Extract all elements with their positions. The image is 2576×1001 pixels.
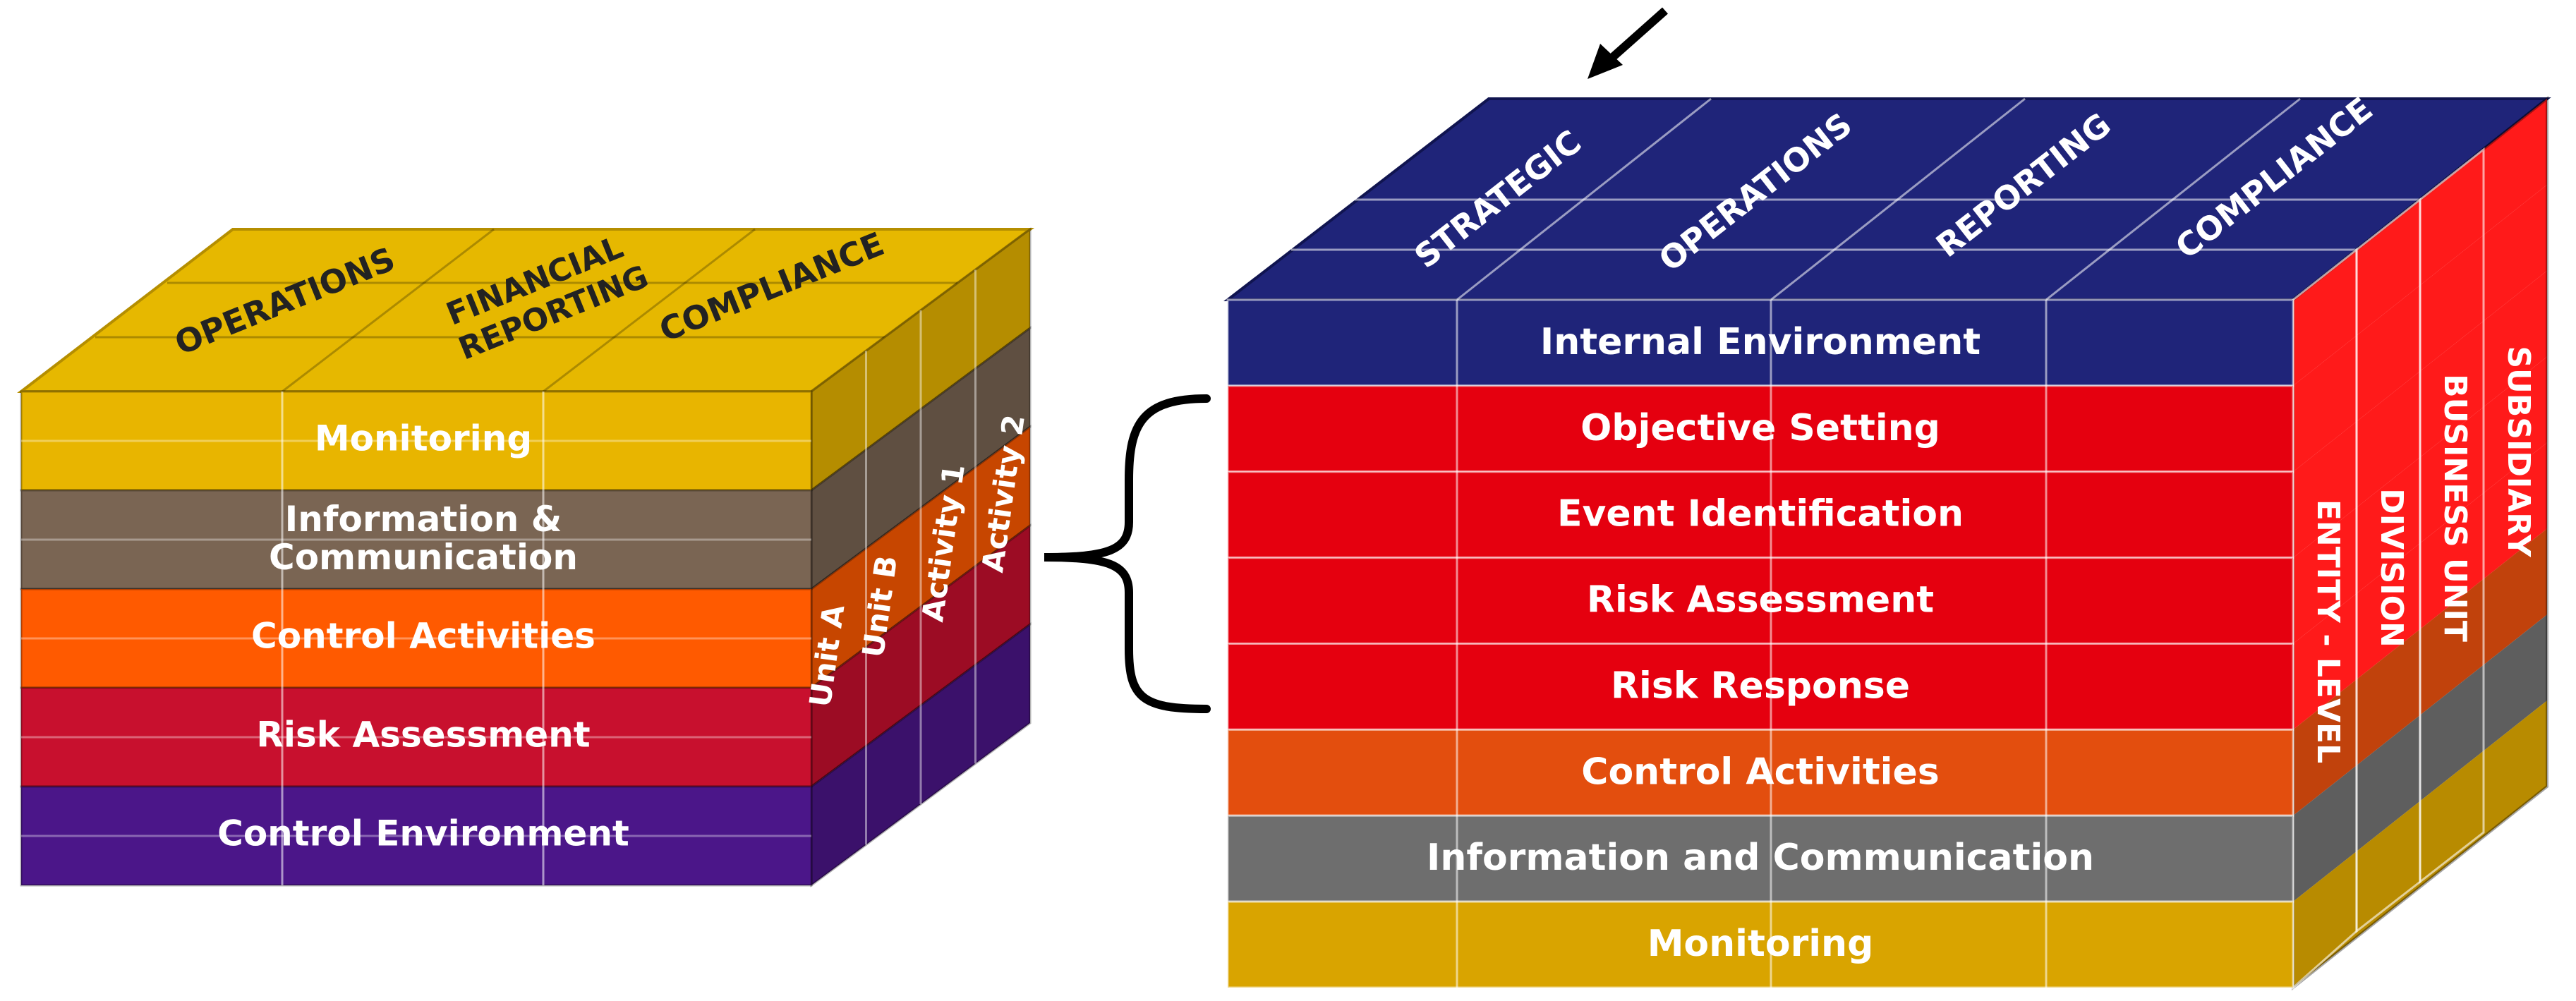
- right-side-label-business-unit: BUSINESS UNIT: [2437, 374, 2473, 642]
- right-cube-top-grid: [1291, 97, 2420, 301]
- pointer-arrow: [1588, 7, 1668, 79]
- right-layer-label-event-identification: Event Identification: [1557, 493, 1964, 535]
- left-layer-control-environment: [20, 785, 813, 887]
- right-cube-front-grid: [1456, 300, 2048, 988]
- right-layer-objective-setting: [1226, 384, 2294, 473]
- left-layer-label-monitoring: Monitoring: [315, 418, 532, 459]
- right-layer-information-and-communication: [1226, 814, 2294, 903]
- right-layer-label-information-and-communication: Information and Communication: [1427, 837, 2094, 879]
- right-layer-internal-environment: [1226, 298, 2294, 387]
- right-erm-cube: STRATEGIC OPERATIONS REPORTING COMPLIANC…: [1223, 90, 2551, 991]
- left-layer-label-control-environment: Control Environment: [217, 813, 629, 854]
- right-layer-risk-assessment: [1226, 557, 2294, 645]
- right-layer-event-identification: [1226, 471, 2294, 559]
- left-layer-information-communication: [20, 489, 813, 590]
- left-cube-top-grid: [95, 228, 957, 393]
- right-layer-label-control-activities: Control Activities: [1581, 751, 1939, 793]
- left-layer-label-control-activities: Control Activities: [251, 616, 595, 657]
- right-side-label-entity-level: ENTITY - LEVEL: [2310, 499, 2346, 763]
- left-layer-monitoring: [20, 390, 813, 492]
- right-layer-monitoring: [1226, 900, 2294, 989]
- left-layer-risk-assessment: [20, 686, 813, 788]
- curly-brace-connector: [1044, 394, 1211, 713]
- right-layer-label-risk-response: Risk Response: [1611, 665, 1910, 707]
- right-cube-front-face: [1226, 298, 2294, 989]
- right-layer-label-internal-environment: Internal Environment: [1540, 321, 1981, 363]
- left-cube-front-grid: [281, 392, 545, 885]
- left-layer-label-information-communication: Information &Communication: [269, 499, 578, 578]
- left-coso-cube: OPERATIONS FINANCIAL REPORTING COMPLIANC…: [17, 224, 1035, 887]
- right-side-label-division: DIVISION: [2374, 488, 2409, 648]
- left-layer-control-activities: [20, 588, 813, 689]
- right-layer-label-risk-assessment: Risk Assessment: [1587, 579, 1934, 621]
- left-cube-side-grid: [865, 269, 976, 845]
- right-side-label-subsidiary: SUBSIDIARY: [2501, 346, 2536, 557]
- left-cube-front-face: [20, 390, 813, 887]
- left-layer-label-risk-assessment: Risk Assessment: [256, 715, 590, 756]
- right-layer-label-objective-setting: Objective Setting: [1580, 407, 1940, 449]
- right-layer-label-monitoring: Monitoring: [1647, 923, 1874, 965]
